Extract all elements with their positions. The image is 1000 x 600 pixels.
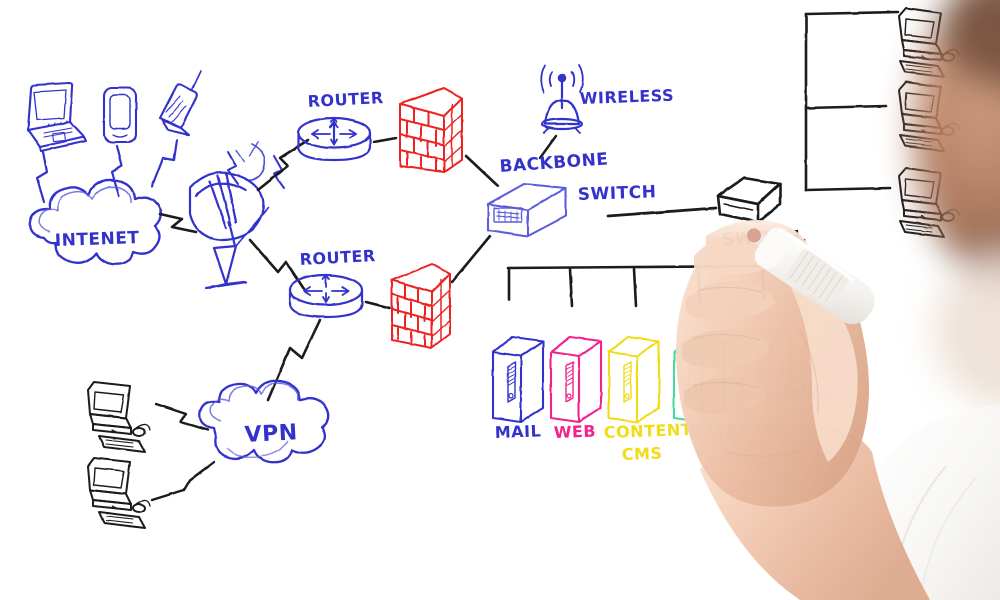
firewall-top-to-backbone-link <box>464 154 500 188</box>
wireless-link-bolts <box>35 138 179 204</box>
vpn-label: VPN <box>244 420 298 448</box>
firewall-top-icon <box>399 87 463 173</box>
switch-right-label: SWITCH. <box>721 227 807 250</box>
backbone-switch-icon <box>486 182 568 238</box>
desktop-computer-icon <box>87 457 151 529</box>
server-web-icon <box>549 335 603 424</box>
router-to-vpn-link <box>266 318 322 402</box>
internet-label: INTENET <box>54 228 139 251</box>
satellite-to-router-top-link <box>256 138 310 192</box>
router-bottom-to-firewall-link <box>364 300 392 310</box>
vpn-cloud-icon <box>198 379 330 464</box>
internet-cloud <box>28 178 162 266</box>
backbone-to-switch-link <box>606 206 718 218</box>
client-devices-group <box>26 70 202 204</box>
firewall-bottom-icon <box>391 263 451 349</box>
backbone-to-firewall-bottom-link <box>450 234 492 284</box>
server-web-label: WEB <box>553 422 596 442</box>
server-bus-line <box>506 264 768 308</box>
server-mail-label: MAIL <box>494 421 541 442</box>
wireless-label: WIRELESS <box>579 86 674 108</box>
server-backup-sublabel: BACK UP. <box>763 402 850 424</box>
router-top-to-firewall-link <box>372 136 398 144</box>
flip-phone-icon <box>158 70 202 137</box>
wireless-to-backbone-link <box>538 134 558 160</box>
smartphone-icon <box>102 86 138 144</box>
laptop-icon <box>26 81 88 153</box>
satellite-to-router-bottom-link <box>248 238 308 294</box>
satellite-signal-bolts <box>227 151 285 189</box>
router-top-label: ROUTER <box>307 88 384 111</box>
router-top-icon <box>296 116 372 162</box>
internet-to-satellite-link <box>158 212 198 234</box>
desktop-computer-icon <box>898 7 960 78</box>
switch-right-icon <box>716 176 782 224</box>
server-database-icon <box>672 335 743 424</box>
satellite-dish-icon <box>188 141 269 290</box>
server-content-label: CONTENT <box>603 420 692 442</box>
server-content-icon <box>607 335 661 424</box>
backbone-label: BACKBONE <box>499 149 609 177</box>
desktop-computer-icon <box>87 381 151 453</box>
server-cms-label: CMS <box>621 444 662 464</box>
server-mail-icon <box>491 335 545 424</box>
desktop-computer-icon <box>898 167 960 238</box>
server-backup-label: DATABASE <box>758 385 844 404</box>
router-bottom-label: ROUTER <box>299 246 376 269</box>
lan-computers-group <box>898 7 960 238</box>
desktop-computer-icon <box>898 81 960 152</box>
lan-bus-line <box>804 10 900 192</box>
backbone-switch-label: SWITCH <box>577 182 656 205</box>
router-bottom-icon <box>288 273 364 319</box>
wireless-access-point-icon <box>540 64 584 134</box>
vpn-client-computers-group <box>87 381 216 529</box>
